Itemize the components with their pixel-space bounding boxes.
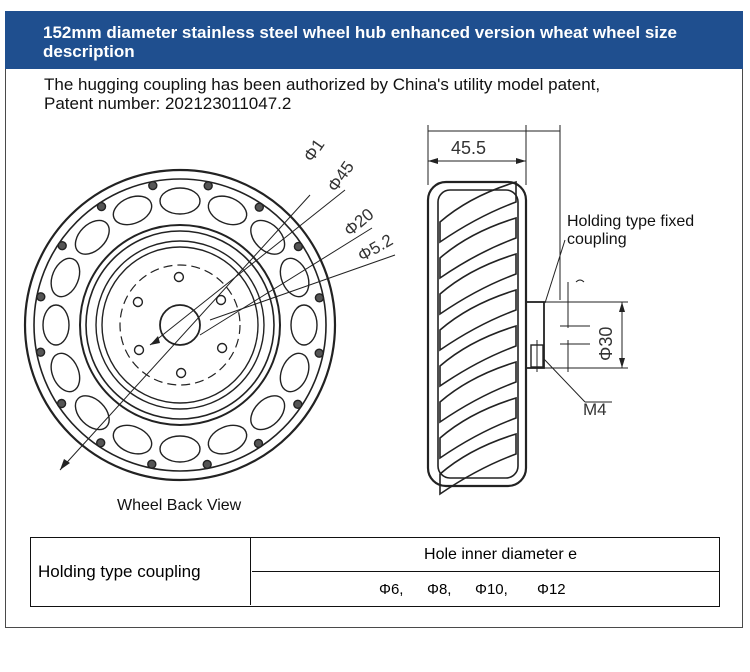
roller-bolt bbox=[314, 348, 324, 358]
roller-bolt bbox=[35, 347, 46, 357]
roller-bolt bbox=[314, 293, 325, 303]
coupling-callout-line2: coupling bbox=[567, 231, 627, 248]
hub-hole bbox=[175, 367, 187, 379]
diameter-values: Φ6, Φ8, Φ10, Φ12 bbox=[252, 573, 719, 605]
roller-lobes bbox=[35, 180, 325, 470]
roller-lobe bbox=[74, 395, 110, 431]
side-rollers bbox=[439, 180, 517, 496]
page-title: 152mm diameter stainless steel wheel hub… bbox=[5, 11, 743, 69]
hub-hole bbox=[215, 294, 227, 306]
roller-lobe bbox=[290, 304, 318, 346]
roller-bolt bbox=[293, 241, 304, 252]
side-roller bbox=[439, 360, 517, 424]
coupling-callout: Holding type fixed coupling bbox=[567, 213, 694, 249]
dim-phi30: Φ30 bbox=[596, 327, 616, 361]
dim-m4: M4 bbox=[583, 400, 607, 419]
roller-lobe bbox=[159, 187, 201, 215]
side-roller bbox=[439, 288, 517, 352]
side-roller bbox=[439, 252, 517, 316]
roller-lobe bbox=[112, 424, 153, 455]
side-roller bbox=[439, 216, 517, 280]
dim-width: 45.5 bbox=[451, 138, 486, 158]
diameter-value: Φ10, bbox=[475, 580, 508, 598]
side-roller bbox=[439, 180, 517, 244]
hub-mounting-holes bbox=[132, 271, 228, 379]
coupling-callout-line1: Holding type fixed bbox=[567, 213, 695, 230]
roller-bolt bbox=[148, 180, 158, 191]
patent-note: The hugging coupling has been authorized… bbox=[44, 75, 600, 113]
roller-lobe bbox=[279, 257, 310, 298]
page-frame bbox=[5, 11, 743, 628]
roller-bolt bbox=[56, 398, 67, 409]
dim-phi45: Φ45 bbox=[324, 158, 358, 196]
dim-phi1: Φ1 bbox=[300, 136, 329, 166]
roller-bolt bbox=[203, 181, 213, 191]
roller-lobe bbox=[250, 219, 286, 255]
roller-lobe bbox=[42, 304, 70, 346]
roller-bolt bbox=[95, 438, 106, 448]
roller-bolt bbox=[96, 201, 107, 212]
side-roller bbox=[439, 432, 517, 496]
back-view-caption: Wheel Back View bbox=[117, 497, 242, 514]
diameter-value: Φ6, bbox=[379, 580, 404, 598]
diameter-value: Φ12 bbox=[537, 580, 566, 598]
hub-hole bbox=[133, 344, 145, 356]
dim-phi20: Φ20 bbox=[340, 205, 377, 240]
hub-hole bbox=[132, 296, 144, 308]
patent-note-line1: The hugging coupling has been authorized… bbox=[44, 75, 601, 94]
roller-lobe bbox=[207, 424, 248, 455]
roller-lobe bbox=[159, 435, 201, 463]
hub-hole bbox=[216, 342, 228, 354]
diameter-value: Φ8, bbox=[427, 580, 452, 598]
side-roller bbox=[439, 396, 517, 460]
roller-bolt bbox=[254, 202, 264, 212]
roller-lobe bbox=[250, 395, 286, 431]
wheel-side-view bbox=[426, 125, 628, 496]
roller-bolt bbox=[253, 438, 264, 449]
coupling-spec-table: Holding type coupling Hole inner diamete… bbox=[30, 537, 720, 607]
wheel-back-view bbox=[23, 168, 396, 482]
dim-phi5-2: Φ5.2 bbox=[355, 230, 397, 265]
roller-lobe bbox=[50, 352, 81, 393]
column-header: Hole inner diameter e bbox=[252, 538, 719, 572]
roller-lobe bbox=[50, 257, 81, 298]
side-roller bbox=[439, 324, 517, 388]
roller-bolt bbox=[293, 399, 303, 409]
hub-hole bbox=[173, 271, 185, 283]
roller-bolt bbox=[147, 459, 157, 469]
roller-bolt bbox=[36, 292, 46, 302]
roller-lobe bbox=[279, 352, 310, 393]
roller-lobe bbox=[112, 195, 153, 226]
roller-bolt bbox=[202, 459, 212, 470]
row-label: Holding type coupling bbox=[31, 538, 251, 605]
roller-bolt bbox=[57, 240, 67, 251]
patent-number: Patent number: 202123011047.2 bbox=[44, 94, 292, 113]
roller-lobe bbox=[74, 219, 110, 255]
roller-lobe bbox=[207, 195, 248, 226]
